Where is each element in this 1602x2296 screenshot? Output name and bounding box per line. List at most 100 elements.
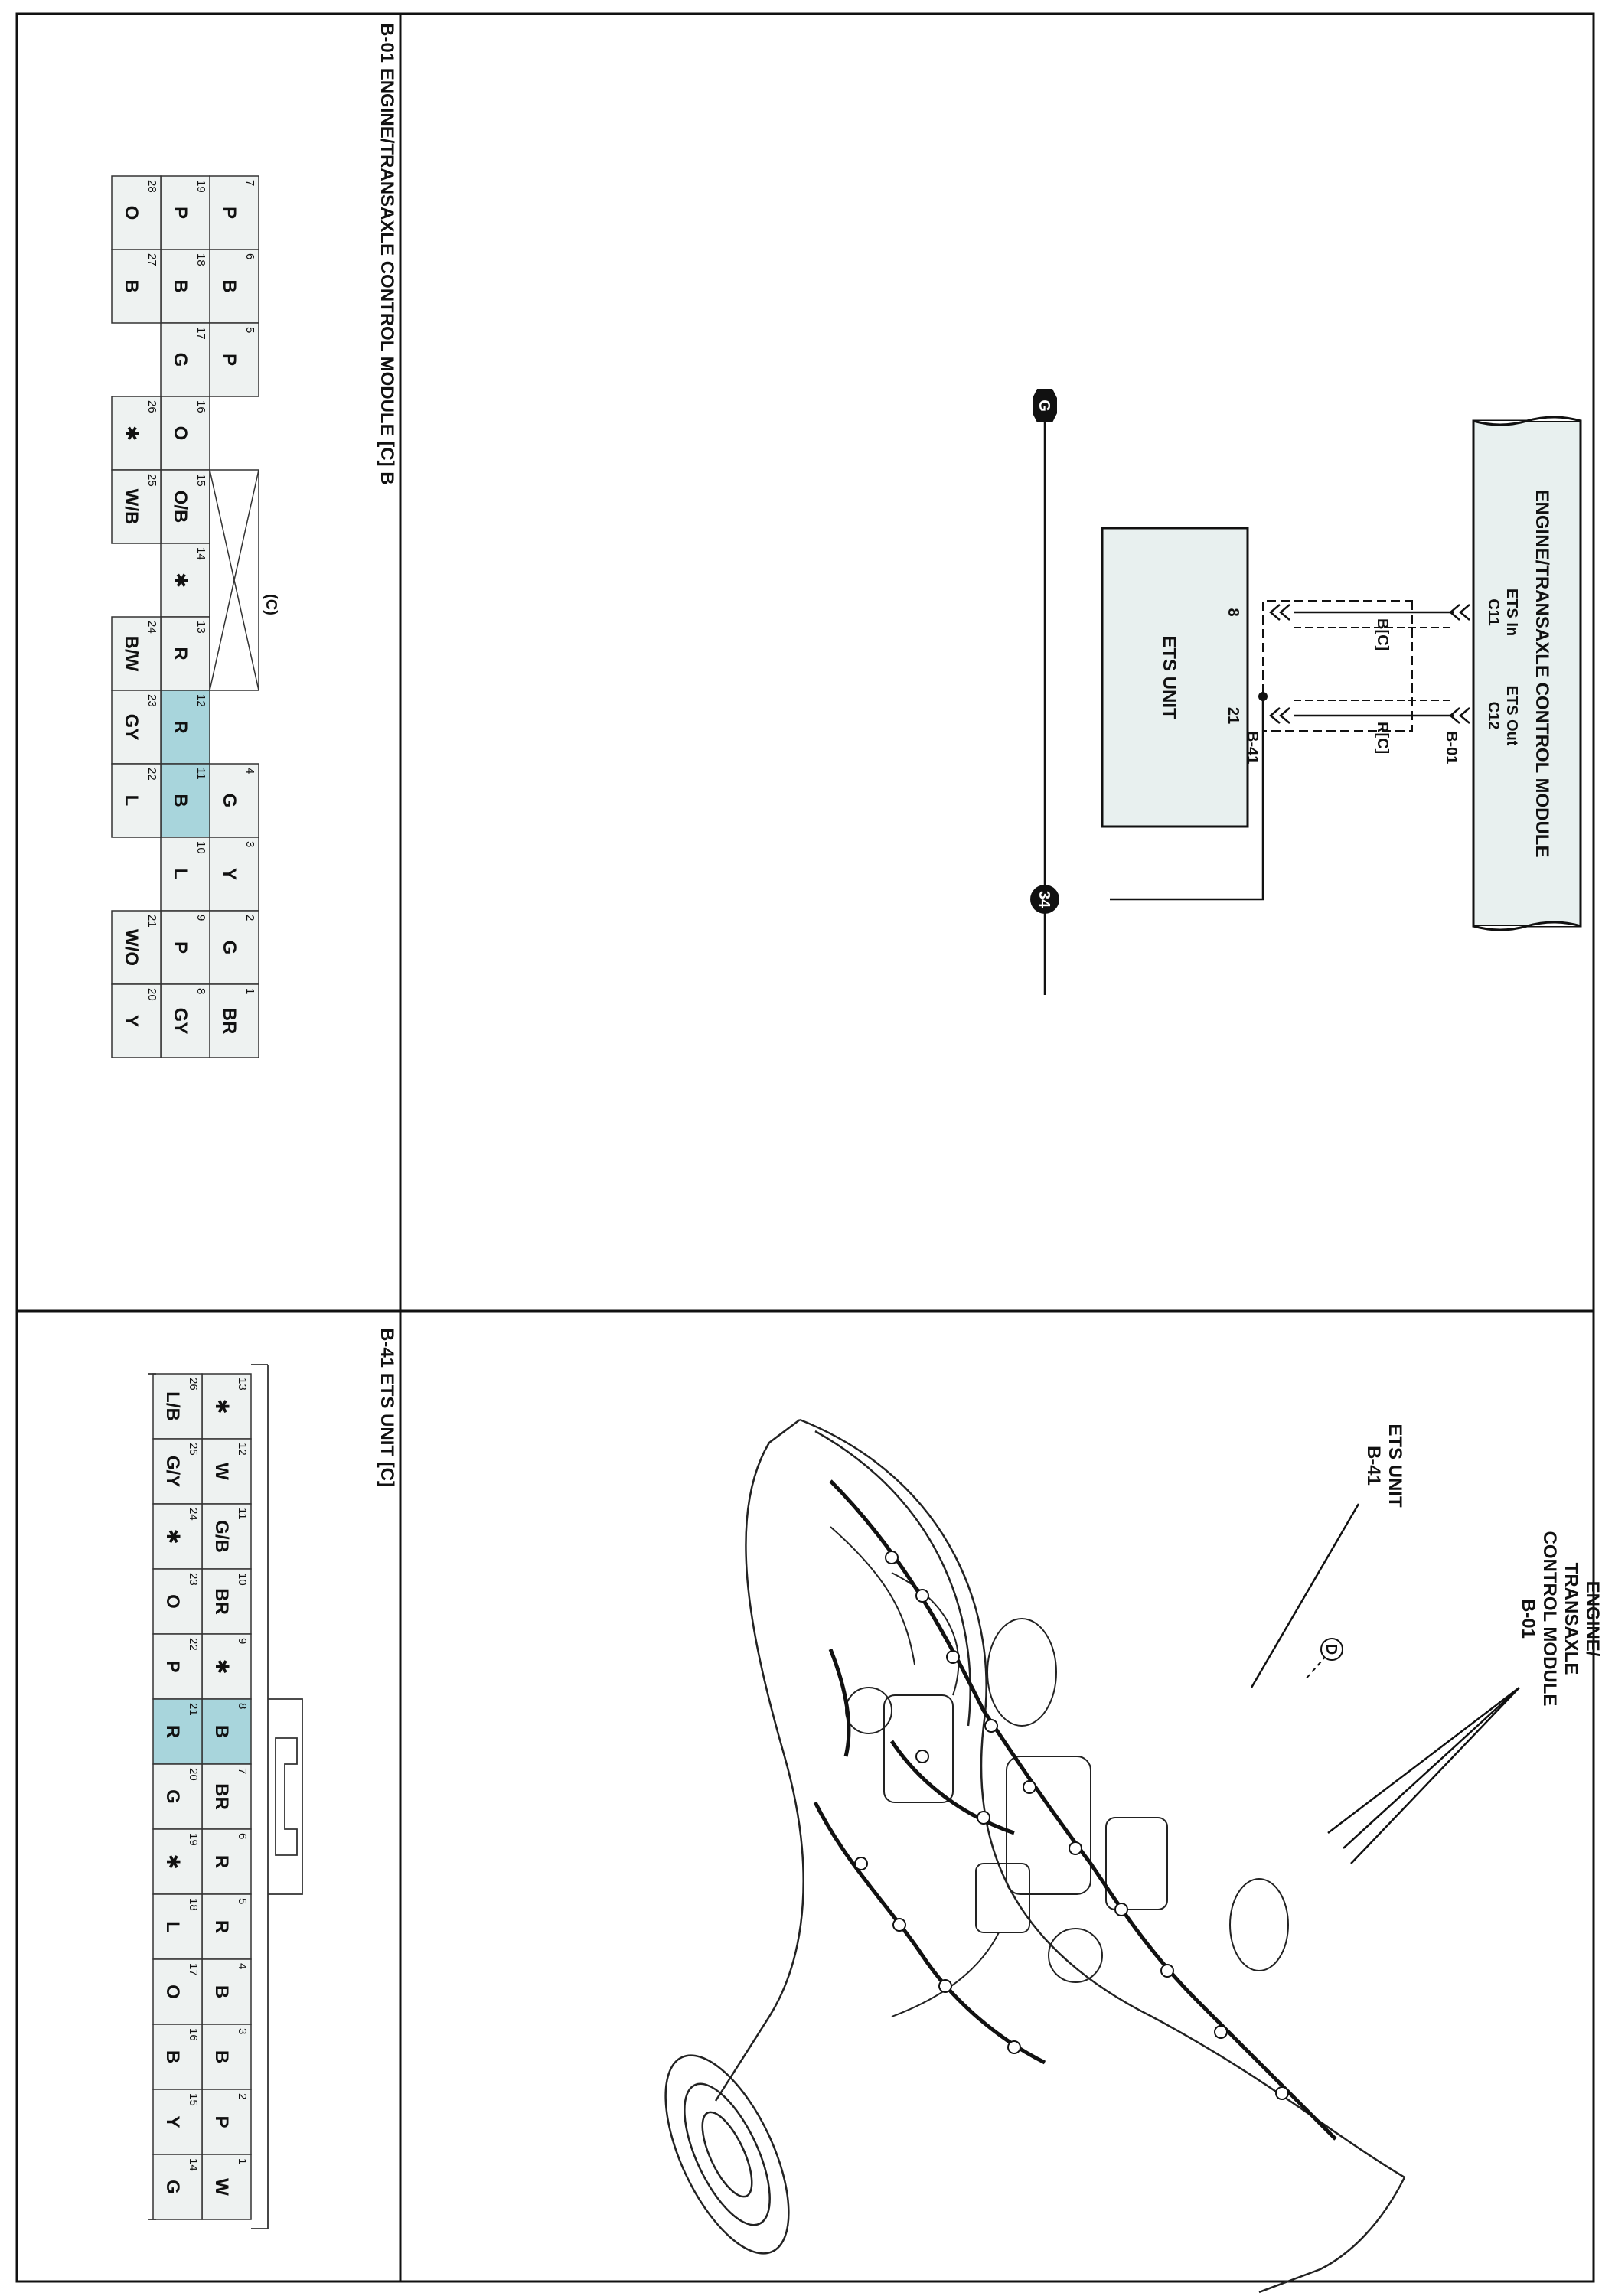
b41-pin-12: 12W [201, 1438, 252, 1505]
b41-pin-color: B [211, 1985, 232, 1998]
splice-symbol: 34 [1030, 885, 1059, 914]
b41-pin-number: 6 [236, 1833, 249, 1839]
b01-pin-21: 21W/O [111, 910, 162, 985]
b41-housing [148, 1364, 303, 2229]
b41-pin-color: BR [211, 1588, 232, 1615]
b01-pin-14: 14✱ [160, 543, 210, 618]
b01-pin-13: 13R [160, 616, 210, 691]
b01-pin-number: 10 [194, 841, 207, 854]
b01-pin-number: 20 [145, 988, 158, 1001]
b01-pin-3: 3Y [209, 837, 259, 912]
b01-pin-color: W/B [121, 489, 142, 525]
b01-pin-7: 7P [209, 175, 259, 250]
b41-pin-2: 2P [201, 2089, 252, 2155]
b01-pin-color: GY [170, 1008, 191, 1035]
callout-tcm-line-4: B-01 [1518, 1599, 1538, 1639]
engine-transaxle-control-module-box: ENGINE/TRANSAXLE CONTROL MODULE ETS In C… [1472, 416, 1582, 931]
b41-pin-9: 9✱ [201, 1633, 252, 1700]
b41-pin-color: B [211, 1725, 232, 1738]
b01-keying-box [209, 469, 259, 691]
b41-pin-5: 5R [201, 1893, 252, 1960]
b01-pin-25: 25W/B [111, 469, 162, 544]
b41-pin-number: 4 [236, 1963, 249, 1969]
b41-pin-color: B [162, 2050, 183, 2063]
b01-pin-12: 12R [160, 690, 210, 765]
b41-pin-1: 1W [201, 2154, 252, 2220]
b41-pin-color: B [211, 2050, 232, 2063]
b41-pin-3: 3B [201, 2024, 252, 2090]
b01-pin-color: Y [219, 868, 240, 880]
b01-pin-19: 19P [160, 175, 210, 250]
b41-pin-16: 16B [152, 2024, 203, 2090]
b01-pin-color: O/B [170, 491, 191, 523]
b01-pin-number: 21 [145, 915, 158, 928]
b41-pin-color: P [211, 2115, 232, 2128]
b41-pin-number: 10 [236, 1573, 249, 1586]
b01-pin-number: 1 [243, 988, 256, 994]
b01-pin-22: 22L [111, 763, 162, 838]
b01-pin-17: 17G [160, 322, 210, 397]
b01-pin-number: 24 [145, 621, 158, 634]
b01-pin-number: 16 [194, 400, 207, 413]
b01-pin-27: 27B [111, 249, 162, 324]
b01-pin-color: P [219, 354, 240, 366]
b01-pin-8: 8GY [160, 983, 210, 1058]
b41-pin-22: 22P [152, 1633, 203, 1700]
b01-pin-number: 11 [194, 768, 207, 780]
b41-pin-color: Y [162, 2115, 183, 2128]
callout-tcm: ENGINE/ TRANSAXLE CONTROL MODULE B-01 [1327, 1531, 1602, 1864]
module-connector-label: B-01 [1443, 731, 1460, 764]
b41-pin-13: 13✱ [201, 1373, 252, 1440]
b41-pin-6: 6R [201, 1828, 252, 1895]
wiring-harness [813, 1479, 1337, 2141]
ets-unit-name: ETS UNIT [1159, 635, 1179, 719]
b41-pin-number: 20 [187, 1768, 200, 1781]
b01-pin-color: P [170, 207, 191, 219]
b01-pin-26: 26✱ [111, 396, 162, 471]
b01-pin-number: 7 [243, 180, 256, 186]
b01-pin-color: G [170, 353, 191, 367]
ground-label: G [1036, 400, 1052, 412]
b01-pin-2: 2G [209, 910, 259, 985]
ets-pin-21: 21 [1225, 707, 1241, 724]
b41-pin-number: 22 [187, 1638, 200, 1651]
b41-pin-color: ✱ [211, 1658, 232, 1674]
b41-pin-number: 16 [187, 2028, 200, 2041]
b01-pin-6: 6B [209, 249, 259, 324]
callout-tcm-line-3: CONTROL MODULE [1539, 1531, 1560, 1707]
b41-pin-color: ✱ [211, 1398, 232, 1414]
b01-pin-number: 13 [194, 621, 207, 634]
b41-pin-20: 20G [152, 1763, 203, 1830]
b41-pin-number: 2 [236, 2093, 249, 2099]
b41-pin-number: 23 [187, 1573, 200, 1586]
connector-b01-part-label: (C) [263, 594, 279, 615]
b41-pin-17: 17O [152, 1958, 203, 2025]
schematic-panel: ENGINE/TRANSAXLE CONTROL MODULE ETS In C… [1030, 389, 1582, 995]
b41-pin-number: 26 [187, 1378, 200, 1391]
b41-pin-color: ✱ [162, 1528, 183, 1544]
b41-pin-color: G/Y [162, 1456, 183, 1487]
b01-pin-color: B/W [121, 636, 142, 672]
connector-b01-grid: 7P6B5P4G3Y2G1BR19P18B17G16O15O/B14✱13R12… [111, 175, 259, 1058]
b41-pin-15: 15Y [152, 2089, 203, 2155]
module-name: ENGINE/TRANSAXLE CONTROL MODULE [1532, 490, 1552, 858]
b41-pin-number: 19 [187, 1833, 200, 1846]
b01-pin-number: 14 [194, 547, 207, 560]
b01-pin-color: BR [219, 1008, 240, 1035]
b01-pin-18: 18B [160, 249, 210, 324]
b01-pin-number: 12 [194, 694, 207, 707]
harness-connectors [854, 1551, 1289, 2100]
b41-pin-number: 9 [236, 1638, 249, 1644]
b41-pin-23: 23O [152, 1568, 203, 1635]
b41-pin-color: L [162, 1921, 183, 1932]
b01-pin-number: 6 [243, 253, 256, 259]
b41-pin-number: 7 [236, 1768, 249, 1774]
b01-pin-11: 11B [160, 763, 210, 838]
b01-pin-number: 9 [194, 915, 207, 921]
wheel [664, 2054, 790, 2255]
b41-pin-number: 21 [187, 1703, 200, 1716]
b41-pin-color: R [211, 1920, 232, 1933]
splice-label: 34 [1036, 891, 1052, 908]
